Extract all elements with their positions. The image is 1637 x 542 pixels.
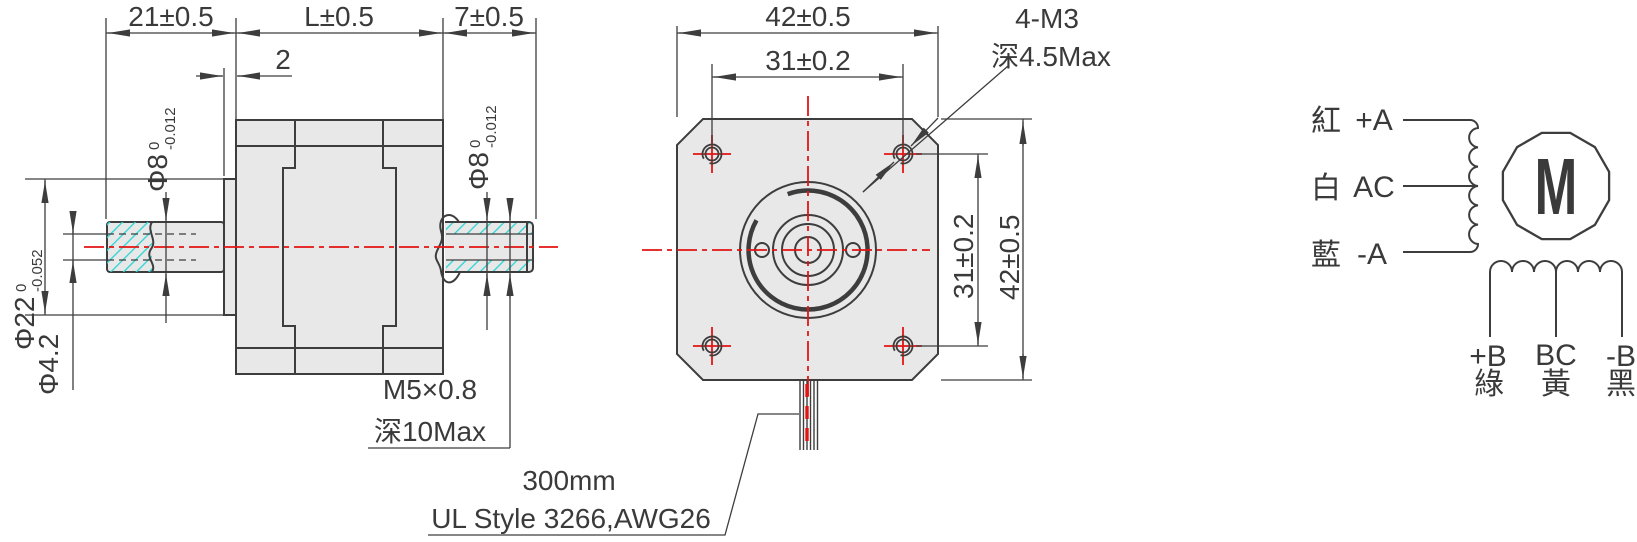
mount-hole-callout-line2: 深4.5Max [991, 41, 1111, 72]
svg-text:0: 0 [146, 142, 163, 150]
wire-color-white: 白 [1311, 172, 1341, 205]
dim-rear-shaft-length: 21±0.5 [128, 1, 213, 32]
phase-a-coil [1452, 119, 1480, 253]
terminal-plus-a: +A [1355, 104, 1393, 137]
dim-rear-shaft-diameter: Φ8 0 -0.012 [142, 107, 179, 192]
wire-color-blue: 藍 [1311, 239, 1341, 272]
phase-a-wires [1403, 119, 1478, 253]
dim-boss-thickness: 2 [275, 44, 291, 75]
dim-front-shaft-diameter: Φ8 0 -0.012 [463, 105, 500, 190]
rear-shaft-break-line [148, 221, 155, 273]
dim-width: 42±0.5 [765, 1, 850, 32]
terminal-minus-b: -B [1606, 340, 1636, 373]
bore-hidden-lines [107, 233, 196, 261]
motor-circle [1501, 131, 1611, 241]
svg-text:42±0.5: 42±0.5 [994, 215, 1025, 300]
motor-symbol-m: M [1535, 143, 1578, 232]
thread-callout-line2: 深10Max [374, 416, 486, 447]
thread-core-lines [446, 233, 533, 261]
cable-callout-line2: UL Style 3266,AWG26 [431, 503, 711, 534]
bore-extension-lines [63, 233, 107, 261]
cable-leader [428, 413, 799, 536]
svg-text:-0.012: -0.012 [483, 105, 500, 148]
front-shaft-thread-hatch-top [446, 223, 533, 234]
svg-text:Φ8: Φ8 [463, 152, 494, 190]
mount-hole-leader [862, 65, 1009, 193]
dimension-arrows [41, 29, 534, 313]
wire-color-black: 黑 [1606, 368, 1636, 401]
front-dimension-arrows [679, 29, 1027, 378]
terminal-ac: AC [1353, 171, 1395, 204]
wire-color-yellow: 黃 [1541, 368, 1571, 401]
dim-hole-pitch-h: 31±0.2 [765, 45, 850, 76]
svg-text:-0.052: -0.052 [29, 249, 46, 292]
dim-hole-pitch-v: 31±0.2 [948, 214, 979, 299]
front-view: 42±0.5 31±0.2 31±0.2 42±0.5 4-M3 深4.5Max… [428, 1, 1111, 536]
dim-front-shaft-length: 7±0.5 [454, 1, 524, 32]
stator-stack-contour [282, 146, 397, 348]
boss-thick-arc [746, 188, 870, 312]
svg-text:31±0.2: 31±0.2 [948, 214, 979, 299]
dim-height: 42±0.5 [994, 215, 1025, 300]
phase-b-coil [1489, 260, 1623, 337]
front-shaft-break-line [434, 214, 461, 284]
wiring-diagram: 紅 +A 白 AC 藍 -A M +B BC -B 綠 黃 黑 [1311, 104, 1636, 401]
dim-body-length: L±0.5 [304, 1, 374, 32]
end-cap-lines [236, 120, 443, 374]
svg-text:-0.012: -0.012 [162, 107, 179, 150]
terminal-minus-a: -A [1357, 238, 1387, 271]
mount-hole-callout-line1: 4-M3 [1015, 3, 1079, 34]
lead-wires [799, 381, 819, 450]
terminal-plus-b: +B [1469, 340, 1507, 373]
svg-text:0: 0 [13, 284, 30, 292]
svg-text:Φ4.2: Φ4.2 [33, 334, 64, 395]
thread-callout-line1: M5×0.8 [383, 374, 477, 405]
cable-callout-line1: 300mm [522, 465, 615, 496]
svg-text:Φ22: Φ22 [9, 297, 40, 350]
terminal-bc: BC [1535, 339, 1577, 372]
svg-text:0: 0 [467, 140, 484, 148]
front-shaft-thread-hatch-bottom [446, 260, 533, 271]
wire-color-green: 綠 [1474, 368, 1504, 401]
dim-pilot-diameter: Φ22 0 -0.052 [9, 249, 46, 350]
side-view: 21±0.5 L±0.5 7±0.5 2 Φ8 0 -0.012 Φ8 0 -0… [9, 1, 558, 449]
svg-text:Φ8: Φ8 [142, 154, 173, 192]
dim-bore-diameter: Φ4.2 [33, 334, 64, 395]
wire-color-red: 紅 [1311, 105, 1341, 138]
